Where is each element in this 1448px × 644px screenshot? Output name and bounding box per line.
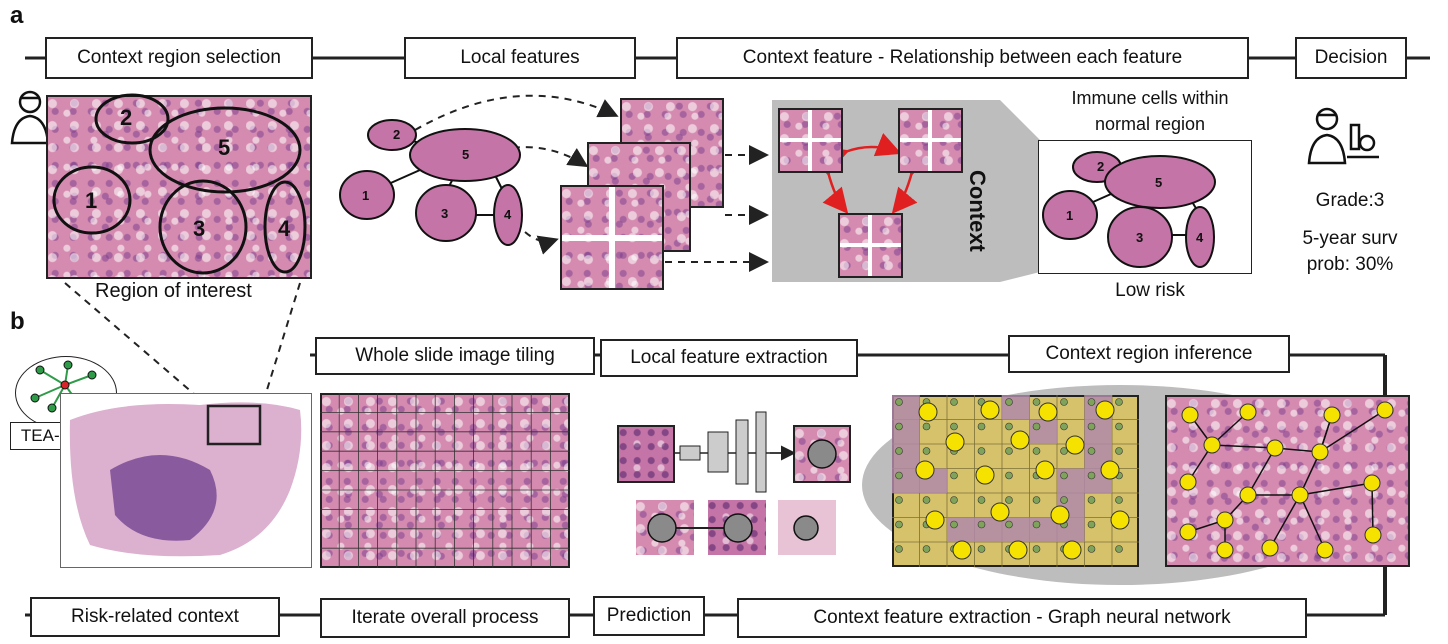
graph-b-number-1: 1: [1066, 208, 1074, 223]
low-risk-box: [1038, 140, 1252, 274]
graph-a-number-4: 4: [504, 207, 512, 222]
node-patch-1: [636, 500, 694, 555]
step-decision: Decision: [1295, 37, 1407, 79]
step-risk-related-context: Risk-related context: [30, 597, 280, 637]
output-node-patch: [793, 425, 851, 483]
roi-number-1: 1: [85, 188, 98, 213]
context-tile-3: [838, 213, 903, 278]
roi-number-3: 3: [193, 216, 206, 241]
surv-text-line1: 5-year surv: [1302, 228, 1398, 249]
graph-b-number-2: 2: [1097, 159, 1105, 174]
step-wsi-tiling: Whole slide image tiling: [315, 337, 595, 375]
step-context-feature: Context feature - Relationship between e…: [676, 37, 1249, 79]
roi-number-4: 4: [278, 216, 291, 241]
roi-number-5: 5: [218, 135, 231, 160]
step-context-region-selection: Context region selection: [45, 37, 313, 79]
roi-label: Region of interest: [95, 280, 252, 302]
step-local-features: Local features: [404, 37, 636, 79]
graph-b-number-3: 3: [1136, 230, 1144, 245]
whole-slide-thumbnail: [60, 393, 312, 568]
context-label: Context: [965, 170, 990, 252]
panel-b-letter: b: [10, 308, 25, 335]
immune-text-line2: normal region: [1094, 114, 1206, 134]
step-gnn: Context feature extraction - Graph neura…: [737, 598, 1307, 638]
immune-text-line1: Immune cells within: [1071, 88, 1229, 108]
context-inference-grid: [892, 395, 1139, 567]
context-tile-2: [898, 108, 963, 173]
graph-a-number-3: 3: [441, 206, 449, 221]
step-local-feature-extraction: Local feature extraction: [600, 339, 858, 377]
step-context-region-inference: Context region inference: [1008, 335, 1290, 373]
surv-text-line2: prob: 30%: [1306, 254, 1394, 275]
graph-b-number-4: 4: [1196, 230, 1204, 245]
node-patch-2: [708, 500, 766, 555]
grade-text: Grade:3: [1315, 190, 1385, 211]
roi-number-2: 2: [120, 105, 133, 130]
final-graph-image: [1165, 395, 1410, 567]
context-tile-1: [778, 108, 843, 173]
low-risk-label: Low risk: [1115, 280, 1185, 301]
node-patch-3: [778, 500, 836, 555]
roi-image: [46, 95, 312, 279]
graph-a-number-1: 1: [362, 188, 370, 203]
input-patch: [617, 425, 675, 483]
step-iterate-process: Iterate overall process: [320, 598, 570, 638]
graph-a-number-2: 2: [393, 127, 401, 142]
graph-b-number-5: 5: [1155, 175, 1163, 190]
graph-a-number-5: 5: [462, 147, 470, 162]
step-prediction: Prediction: [593, 596, 705, 636]
tiled-wsi-image: [320, 393, 570, 568]
feature-tile-3: [560, 185, 664, 290]
panel-a-letter: a: [10, 2, 24, 29]
